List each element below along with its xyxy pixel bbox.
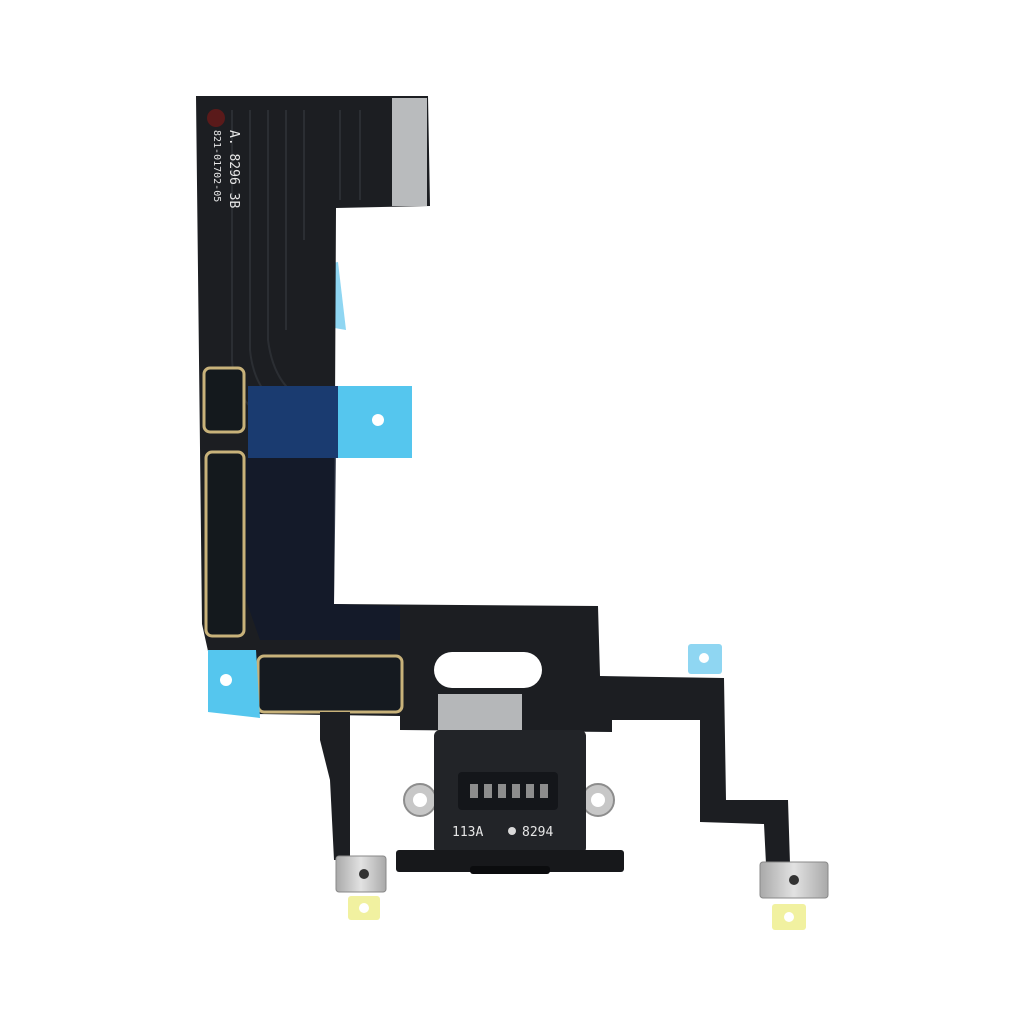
left-flex-arm (320, 712, 350, 860)
svg-text:A. 8296 3B: A. 8296 3B (226, 130, 241, 208)
gold-pad-3 (256, 654, 404, 714)
svg-text:821-01702-05: 821-01702-05 (211, 130, 222, 202)
gold-pad-2 (204, 450, 246, 638)
top-stiffener (392, 98, 427, 206)
connector-marking: 113A 8294 (452, 825, 553, 840)
board-marking: A. 8296 3B 821-01702-05 (211, 130, 241, 208)
oval-cutout (434, 652, 542, 688)
middle-adhesive-sticker (248, 386, 412, 458)
connector-stiffener (438, 694, 522, 730)
svg-text:113A: 113A (452, 825, 483, 840)
left-metal-bracket (335, 855, 387, 920)
lightning-connector (396, 730, 624, 874)
svg-text:8294: 8294 (522, 825, 553, 840)
red-mark (207, 109, 225, 127)
right-metal-bracket (759, 861, 829, 930)
shield-film (246, 458, 400, 640)
lower-left-sticker (208, 650, 260, 718)
gold-pad-1 (202, 366, 246, 434)
right-adhesive-tab (688, 644, 722, 674)
